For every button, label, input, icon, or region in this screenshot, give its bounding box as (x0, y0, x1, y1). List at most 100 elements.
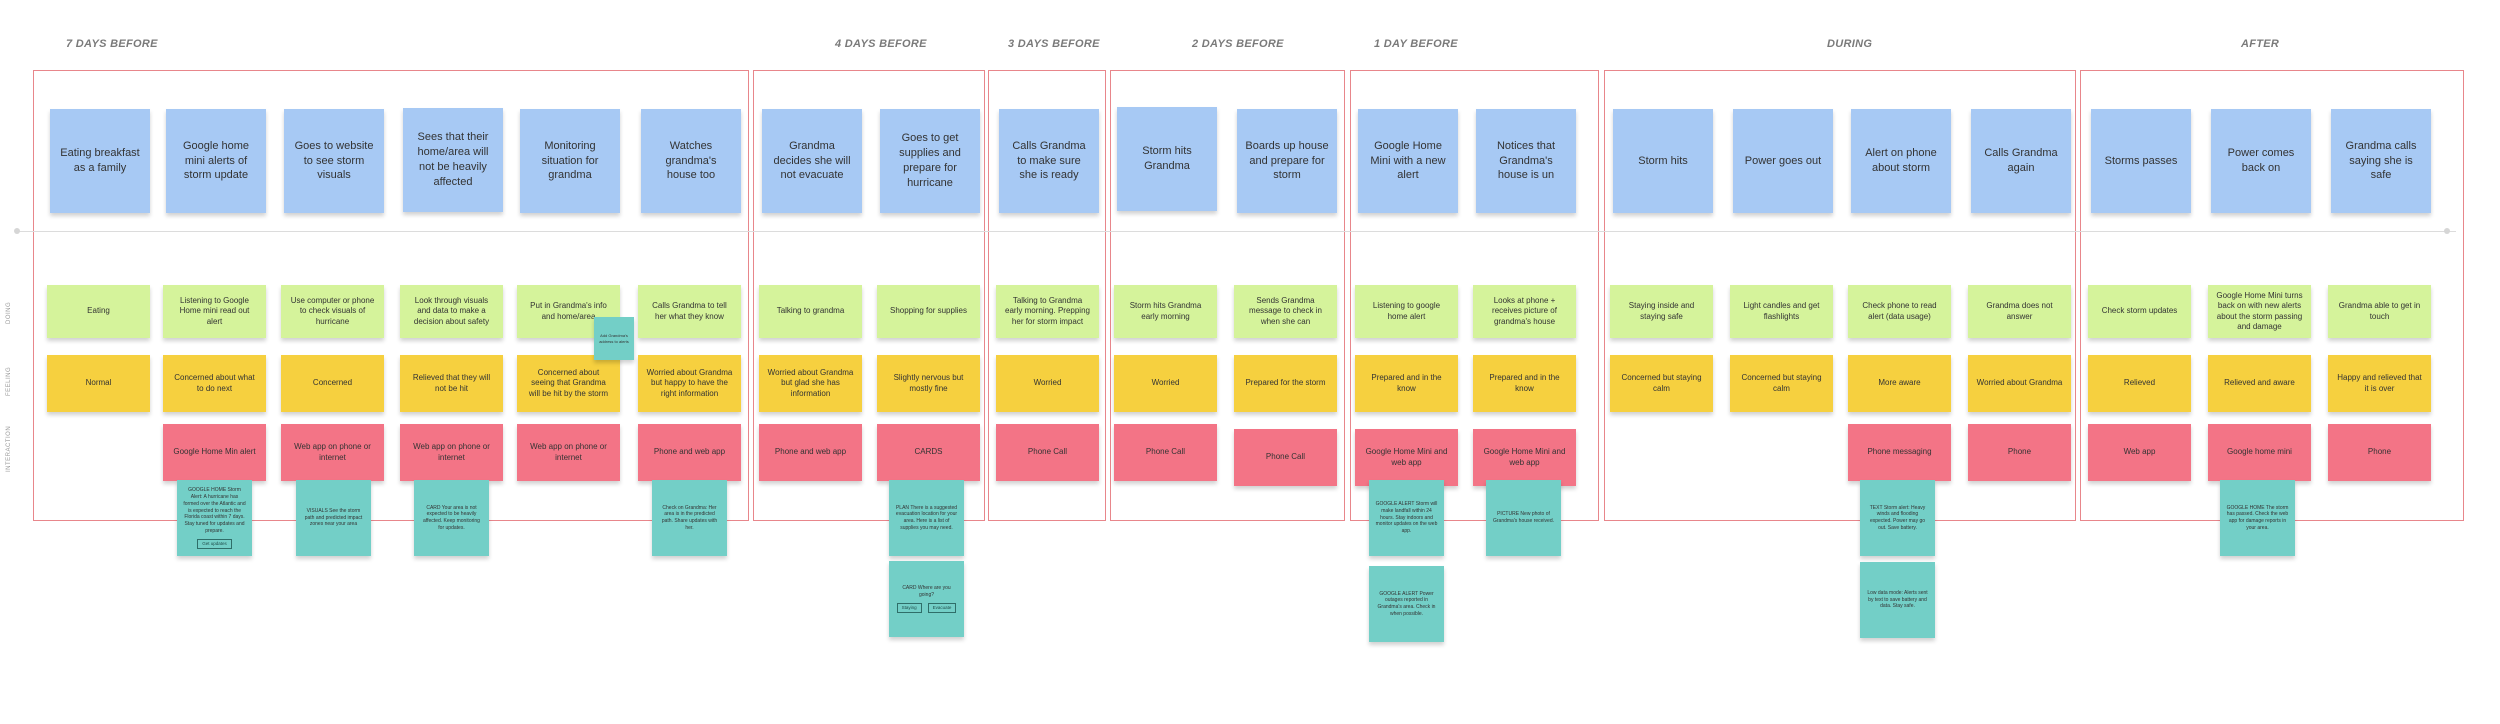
interaction-note[interactable]: Phone and web app (638, 424, 741, 481)
feeling-note[interactable]: Concerned (281, 355, 384, 412)
action-note[interactable]: Grandma calls saying she is safe (2331, 109, 2431, 213)
feeling-note[interactable]: Prepared and in the know (1473, 355, 1576, 412)
interaction-note[interactable]: Google home mini (2208, 424, 2311, 481)
doing-note[interactable]: Eating (47, 285, 150, 338)
action-note[interactable]: Goes to get supplies and prepare for hur… (880, 109, 980, 213)
teal-card-note[interactable]: PICTURE New photo of Grandma's house rec… (1486, 480, 1561, 556)
teal-card-note[interactable]: Low data mode: Alerts sent by text to sa… (1860, 562, 1935, 638)
teal-card-note[interactable]: PLAN There is a suggested evacuation loc… (889, 480, 964, 556)
interaction-note[interactable]: Phone (1968, 424, 2071, 481)
teal-card-text: CARD Your area is not expected to be hea… (423, 504, 480, 531)
action-note[interactable]: Storm hits (1613, 109, 1713, 213)
action-note[interactable]: Storm hits Grandma (1117, 107, 1217, 211)
action-note[interactable]: Google home mini alerts of storm update (166, 109, 266, 213)
teal-card-note[interactable]: TEXT Storm alert: Heavy winds and floodi… (1860, 480, 1935, 556)
interaction-note[interactable]: Web app (2088, 424, 2191, 481)
doing-note[interactable]: Listening to Google Home mini read out a… (163, 285, 266, 338)
teal-card-note[interactable]: VISUALS See the storm path and predicted… (296, 480, 371, 556)
doing-note[interactable]: Grandma able to get in touch (2328, 285, 2431, 338)
interaction-note[interactable]: Phone messaging (1848, 424, 1951, 481)
doing-note[interactable]: Staying inside and staying safe (1610, 285, 1713, 338)
doing-note[interactable]: Google Home Mini turns back on with new … (2208, 285, 2311, 338)
interaction-note[interactable]: Web app on phone or internet (281, 424, 384, 481)
action-note[interactable]: Sees that their home/area will not be he… (403, 108, 503, 212)
doing-note[interactable]: Storm hits Grandma early morning (1114, 285, 1217, 338)
teal-card-button[interactable]: Evacuate (927, 602, 957, 613)
doing-note[interactable]: Check phone to read alert (data usage) (1848, 285, 1951, 338)
teal-card-note[interactable]: CARD Your area is not expected to be hea… (414, 480, 489, 556)
action-note[interactable]: Power comes back on (2211, 109, 2311, 213)
teal-card-text: GOOGLE HOME Storm Alert: A hurricane has… (183, 487, 246, 534)
doing-note[interactable]: Calls Grandma to tell her what they know (638, 285, 741, 338)
action-note[interactable]: Notices that Grandma's house is un (1476, 109, 1576, 213)
feeling-note[interactable]: Concerned about seeing that Grandma will… (517, 355, 620, 412)
action-note[interactable]: Goes to website to see storm visuals (284, 109, 384, 213)
teal-card-button[interactable]: Staying (896, 602, 922, 613)
doing-note[interactable]: Look through visuals and data to make a … (400, 285, 503, 338)
action-note[interactable]: Storms passes (2091, 109, 2191, 213)
teal-card-note[interactable]: GOOGLE HOME The storm has passed. Check … (2220, 480, 2295, 556)
doing-note[interactable]: Use computer or phone to check visuals o… (281, 285, 384, 338)
teal-card-note[interactable]: GOOGLE ALERT Storm will make landfall wi… (1369, 480, 1444, 556)
feeling-note[interactable]: Prepared and in the know (1355, 355, 1458, 412)
phase-label-4-days-before: 4 DAYS BEFORE (835, 38, 927, 50)
feeling-note[interactable]: Worried about Grandma (1968, 355, 2071, 412)
teal-card-button[interactable]: Get updates (197, 538, 232, 549)
doing-note[interactable]: Grandma does not answer (1968, 285, 2071, 338)
doing-note[interactable]: Shopping for supplies (877, 285, 980, 338)
interaction-note[interactable]: Google Home Min alert (163, 424, 266, 481)
feeling-note[interactable]: Relieved and aware (2208, 355, 2311, 412)
row-label-doing: DOING (6, 301, 12, 324)
interaction-note[interactable]: Phone Call (1234, 429, 1337, 486)
feeling-note[interactable]: Worried about Grandma but glad she has i… (759, 355, 862, 412)
interaction-note[interactable]: Phone (2328, 424, 2431, 481)
feeling-note[interactable]: More aware (1848, 355, 1951, 412)
feeling-note[interactable]: Concerned about what to do next (163, 355, 266, 412)
doing-note[interactable]: Listening to google home alert (1355, 285, 1458, 338)
feeling-note[interactable]: Relieved (2088, 355, 2191, 412)
action-note[interactable]: Boards up house and prepare for storm (1237, 109, 1337, 213)
feeling-note[interactable]: Happy and relieved that it is over (2328, 355, 2431, 412)
feeling-note[interactable]: Worried (1114, 355, 1217, 412)
teal-card-note[interactable]: GOOGLE HOME Storm Alert: A hurricane has… (177, 480, 252, 556)
phase-label-7-days-before: 7 DAYS BEFORE (66, 38, 158, 50)
interaction-note[interactable]: Phone Call (996, 424, 1099, 481)
phase-label-after: AFTER (2241, 38, 2280, 50)
teal-card-buttons: Staying Evacuate (896, 602, 957, 613)
action-note[interactable]: Monitoring situation for grandma (520, 109, 620, 213)
small-note-grandma-address[interactable]: Add Grandma's address to alerts (594, 317, 634, 360)
doing-note[interactable]: Looks at phone + receives picture of gra… (1473, 285, 1576, 338)
action-note[interactable]: Grandma decides she will not evacuate (762, 109, 862, 213)
interaction-note[interactable]: CARDS (877, 424, 980, 481)
feeling-note[interactable]: Relieved that they will not be hit (400, 355, 503, 412)
teal-card-note[interactable]: GOOGLE ALERT Power outages reported in G… (1369, 566, 1444, 642)
action-note[interactable]: Calls Grandma again (1971, 109, 2071, 213)
interaction-note[interactable]: Google Home Mini and web app (1355, 429, 1458, 486)
feeling-note[interactable]: Slightly nervous but mostly fine (877, 355, 980, 412)
interaction-note[interactable]: Phone and web app (759, 424, 862, 481)
action-note[interactable]: Eating breakfast as a family (50, 109, 150, 213)
doing-note[interactable]: Light candles and get flashlights (1730, 285, 1833, 338)
interaction-note[interactable]: Web app on phone or internet (517, 424, 620, 481)
doing-note[interactable]: Talking to grandma (759, 285, 862, 338)
interaction-note[interactable]: Google Home Mini and web app (1473, 429, 1576, 486)
action-note[interactable]: Alert on phone about storm (1851, 109, 1951, 213)
action-note[interactable]: Watches grandma's house too (641, 109, 741, 213)
action-note[interactable]: Calls Grandma to make sure she is ready (999, 109, 1099, 213)
feeling-note[interactable]: Concerned but staying calm (1610, 355, 1713, 412)
feeling-note[interactable]: Normal (47, 355, 150, 412)
action-note[interactable]: Google Home Mini with a new alert (1358, 109, 1458, 213)
interaction-note[interactable]: Phone Call (1114, 424, 1217, 481)
doing-note[interactable]: Sends Grandma message to check in when s… (1234, 285, 1337, 338)
interaction-note[interactable]: Web app on phone or internet (400, 424, 503, 481)
phase-label-3-days-before: 3 DAYS BEFORE (1008, 38, 1100, 50)
feeling-note[interactable]: Prepared for the storm (1234, 355, 1337, 412)
doing-note[interactable]: Check storm updates (2088, 285, 2191, 338)
feeling-note[interactable]: Concerned but staying calm (1730, 355, 1833, 412)
feeling-note[interactable]: Worried about Grandma but happy to have … (638, 355, 741, 412)
feeling-note[interactable]: Worried (996, 355, 1099, 412)
action-note[interactable]: Power goes out (1733, 109, 1833, 213)
doing-note[interactable]: Talking to Grandma early morning. Preppi… (996, 285, 1099, 338)
teal-card-note[interactable]: Check on Grandma: Her area is in the pre… (652, 480, 727, 556)
